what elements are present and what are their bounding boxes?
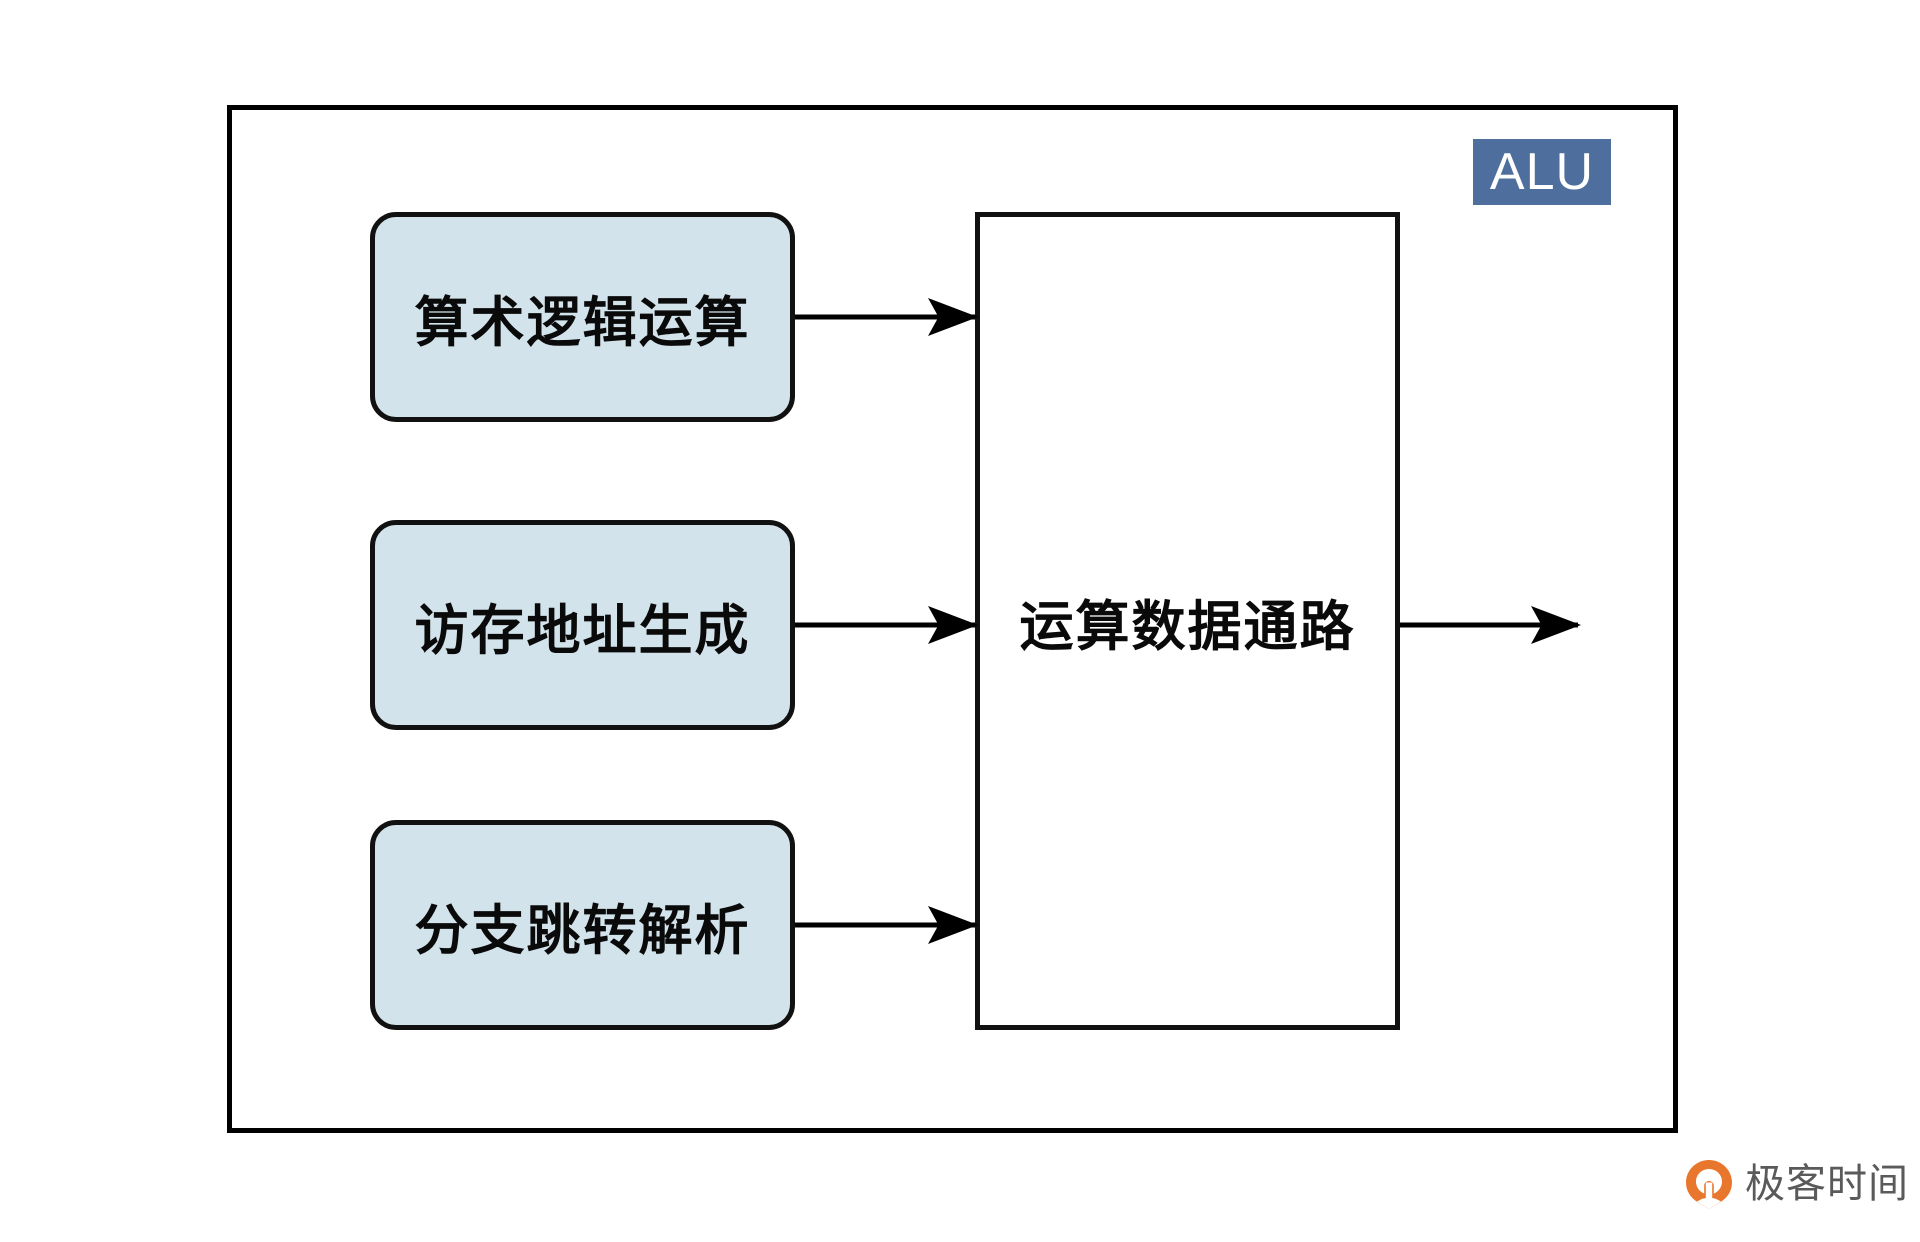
block-memory-address-gen: 访存地址生成 [370, 520, 795, 730]
block-compute-datapath: 运算数据通路 [975, 212, 1400, 1030]
block-compute-datapath-label: 运算数据通路 [1019, 594, 1356, 658]
block-arithmetic-logic: 算术逻辑运算 [370, 212, 795, 422]
alu-badge-label: ALU [1489, 143, 1595, 201]
block-arithmetic-logic-label: 算术逻辑运算 [414, 290, 751, 354]
geektime-logo-icon [1686, 1160, 1732, 1209]
block-branch-resolution: 分支跳转解析 [370, 820, 795, 1030]
block-branch-resolution-label: 分支跳转解析 [414, 898, 751, 962]
watermark: 极客时间 [1683, 1158, 1909, 1210]
watermark-label: 极客时间 [1745, 1161, 1909, 1207]
block-memory-address-gen-label: 访存地址生成 [414, 598, 751, 662]
alu-badge: ALU [1473, 139, 1611, 205]
